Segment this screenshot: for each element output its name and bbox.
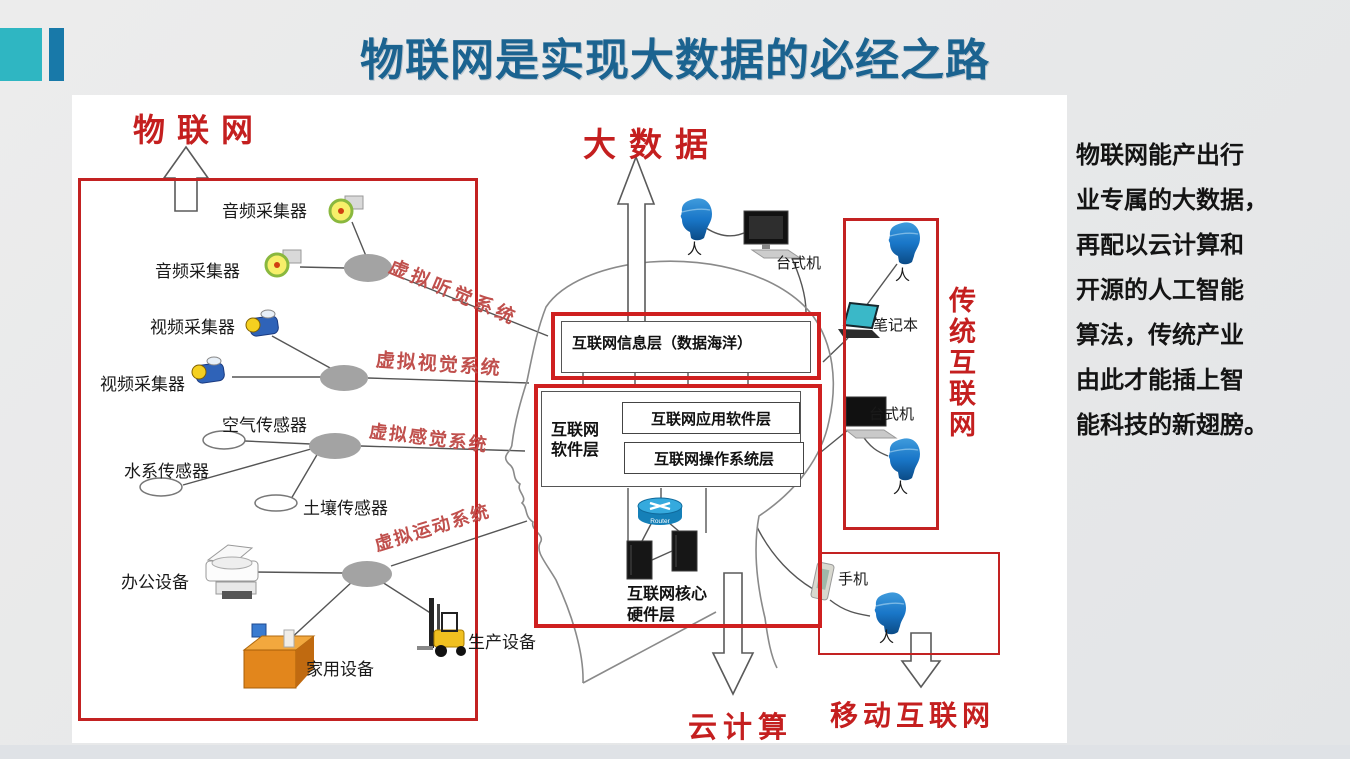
office-equipment-label: 办公设备 [121,573,189,592]
home-appliance-icon [242,623,316,689]
video-collector-label: 视频采集器 [150,318,235,337]
side-paragraph: 物联网能产出行 业专属的大数据， 再配以云计算和 开源的人工智能 算法，传统产业… [1076,133,1344,448]
os-layer-box: 互联网操作系统层 [624,442,804,474]
audio-collector-icon [328,195,364,224]
bottom-strip [0,745,1350,759]
person-label: 人 [895,268,911,284]
person-label: 人 [879,630,895,646]
desktop-icon [743,210,802,259]
side-line: 物联网能产出行 [1076,142,1244,169]
side-line: 由此才能插上智 [1076,367,1244,394]
software-group-label: 互联网软件层 [551,422,600,459]
printer-icon [205,544,259,599]
side-line: 再配以云计算和 [1076,232,1244,259]
desktop-icon [844,396,898,439]
video-camera-icon [191,356,225,384]
page-title: 物联网是实现大数据的必经之路 [360,36,990,85]
app-layer-box: 互联网应用软件层 [622,402,800,434]
side-line: 开源的人工智能 [1076,277,1244,304]
server-tower-icon [626,530,698,580]
iot-zone-box [78,178,478,721]
forklift-icon [417,598,466,657]
hub-nodes [139,254,392,587]
iot-label: 物联网 [133,112,266,148]
side-line: 算法，传统产业 [1076,322,1244,349]
audio-collector-label: 音频采集器 [222,202,307,221]
info-layer-box: 互联网信息层（数据海洋） [551,312,821,380]
home-equipment-label: 家用设备 [306,660,374,679]
bigdata-up-arrow [616,154,656,326]
water-sensor-label: 水系传感器 [124,462,209,481]
traditional-internet-box [843,218,939,530]
cloud-computing-label: 云计算 [688,712,794,744]
mobile-down-arrow [900,632,942,689]
audio-collector-label: 音频采集器 [155,262,240,281]
video-collector-label: 视频采集器 [100,375,185,394]
hardware-layer-label: 互联网核心硬件层 [627,586,708,624]
router-label: Router [650,518,670,525]
side-line: 业专属的大数据， [1076,187,1268,214]
bigdata-label: 大数据 [583,128,721,164]
production-equipment-label: 生产设备 [468,633,536,652]
person-label: 人 [893,481,909,497]
phone-label: 手机 [838,572,869,588]
router-icon: Router [637,497,683,525]
person-icon [680,197,713,241]
traditional-internet-label: 传统互联网 [945,286,975,441]
video-camera-icon [245,309,279,337]
info-layer-label: 互联网信息层（数据海洋） [561,321,811,373]
flow-arrows [162,145,942,696]
air-sensor-label: 空气传感器 [222,416,307,435]
cloud-down-arrow [711,572,755,696]
laptop-label: 笔记本 [873,318,919,334]
deco-blue-bar [49,28,64,81]
desktop-label: 台式机 [869,407,915,423]
side-line: 能科技的新翅膀。 [1076,412,1268,439]
laptop-icon [838,301,880,338]
deco-teal-square [0,28,42,81]
mobile-internet-label: 移动互联网 [830,701,996,732]
person-label: 人 [687,242,703,258]
audio-collector-icon [264,249,302,278]
desktop-label: 台式机 [776,256,822,272]
soil-sensor-label: 土壤传感器 [303,499,388,518]
